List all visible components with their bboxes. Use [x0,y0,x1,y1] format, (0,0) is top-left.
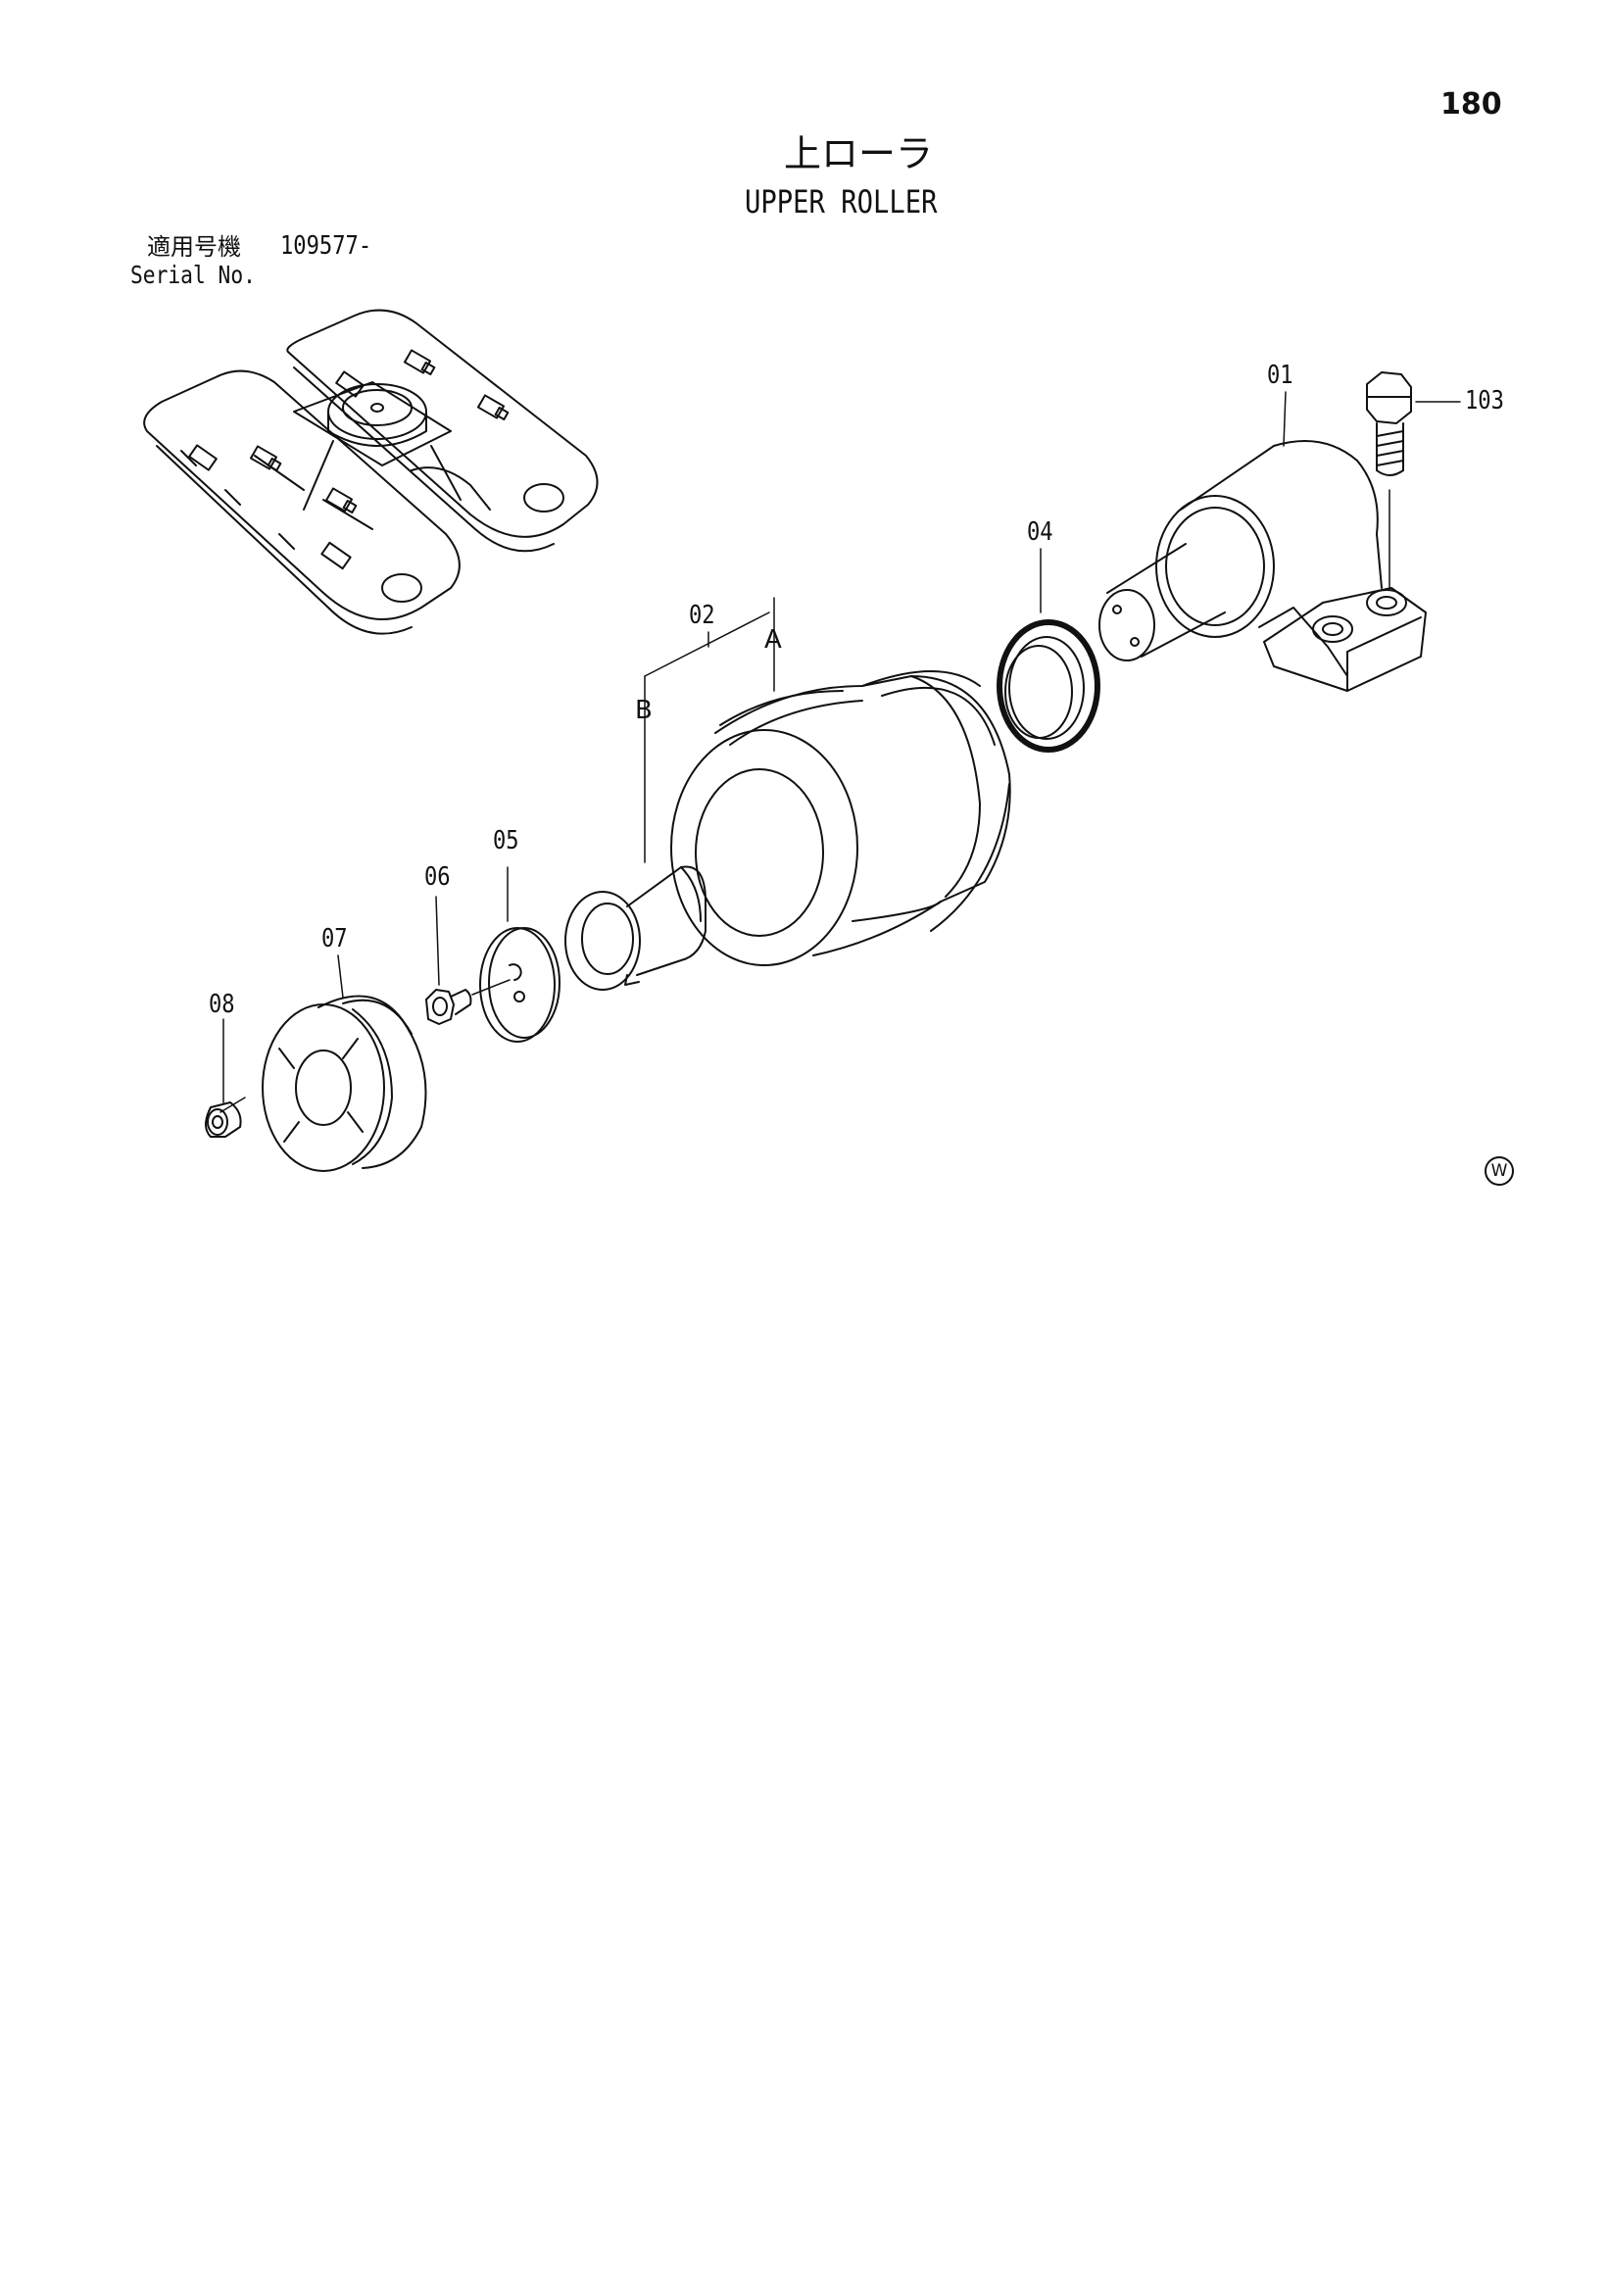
callout-letter-b: B [635,696,653,725]
part-05-washer [479,927,560,1043]
w-circle-mark: W [1485,1156,1514,1186]
part-08-plug [205,1101,242,1138]
callout-08: 08 [209,990,235,1019]
upper-roller-fitting-icon [249,445,282,471]
page-title-english: UPPER ROLLER [745,183,938,220]
serial-label-japanese: 適用号機 [147,233,241,261]
part-07-cover [219,995,427,1172]
part-06-screw [425,979,511,1025]
callout-04: 04 [1027,517,1053,547]
callout-letter-a: A [764,625,782,655]
serial-number-value: 109577- [280,231,372,261]
upper-roller-fitting-icon [324,487,358,513]
part-04-seal [997,619,1100,753]
leader-lines [222,391,1461,1103]
part-103-bolt [1366,371,1412,589]
undercarriage-overview-illustration [143,309,599,635]
page-number: 180 [1440,87,1502,122]
callout-05: 05 [493,826,519,855]
upper-roller-fitting-icon [476,394,510,420]
part-02-roller [670,670,1011,966]
part-01-bracket-shaft [1098,440,1427,692]
page-title-japanese: 上ローラ [784,132,934,175]
callout-02: 02 [689,601,715,630]
serial-label-english: Serial No. [130,261,256,289]
callout-103: 103 [1465,386,1504,415]
callout-07: 07 [321,924,348,953]
upper-roller-fitting-icon [403,349,436,375]
callout-06: 06 [424,862,451,892]
part-02-bushing [564,865,707,991]
callout-01: 01 [1267,361,1293,390]
